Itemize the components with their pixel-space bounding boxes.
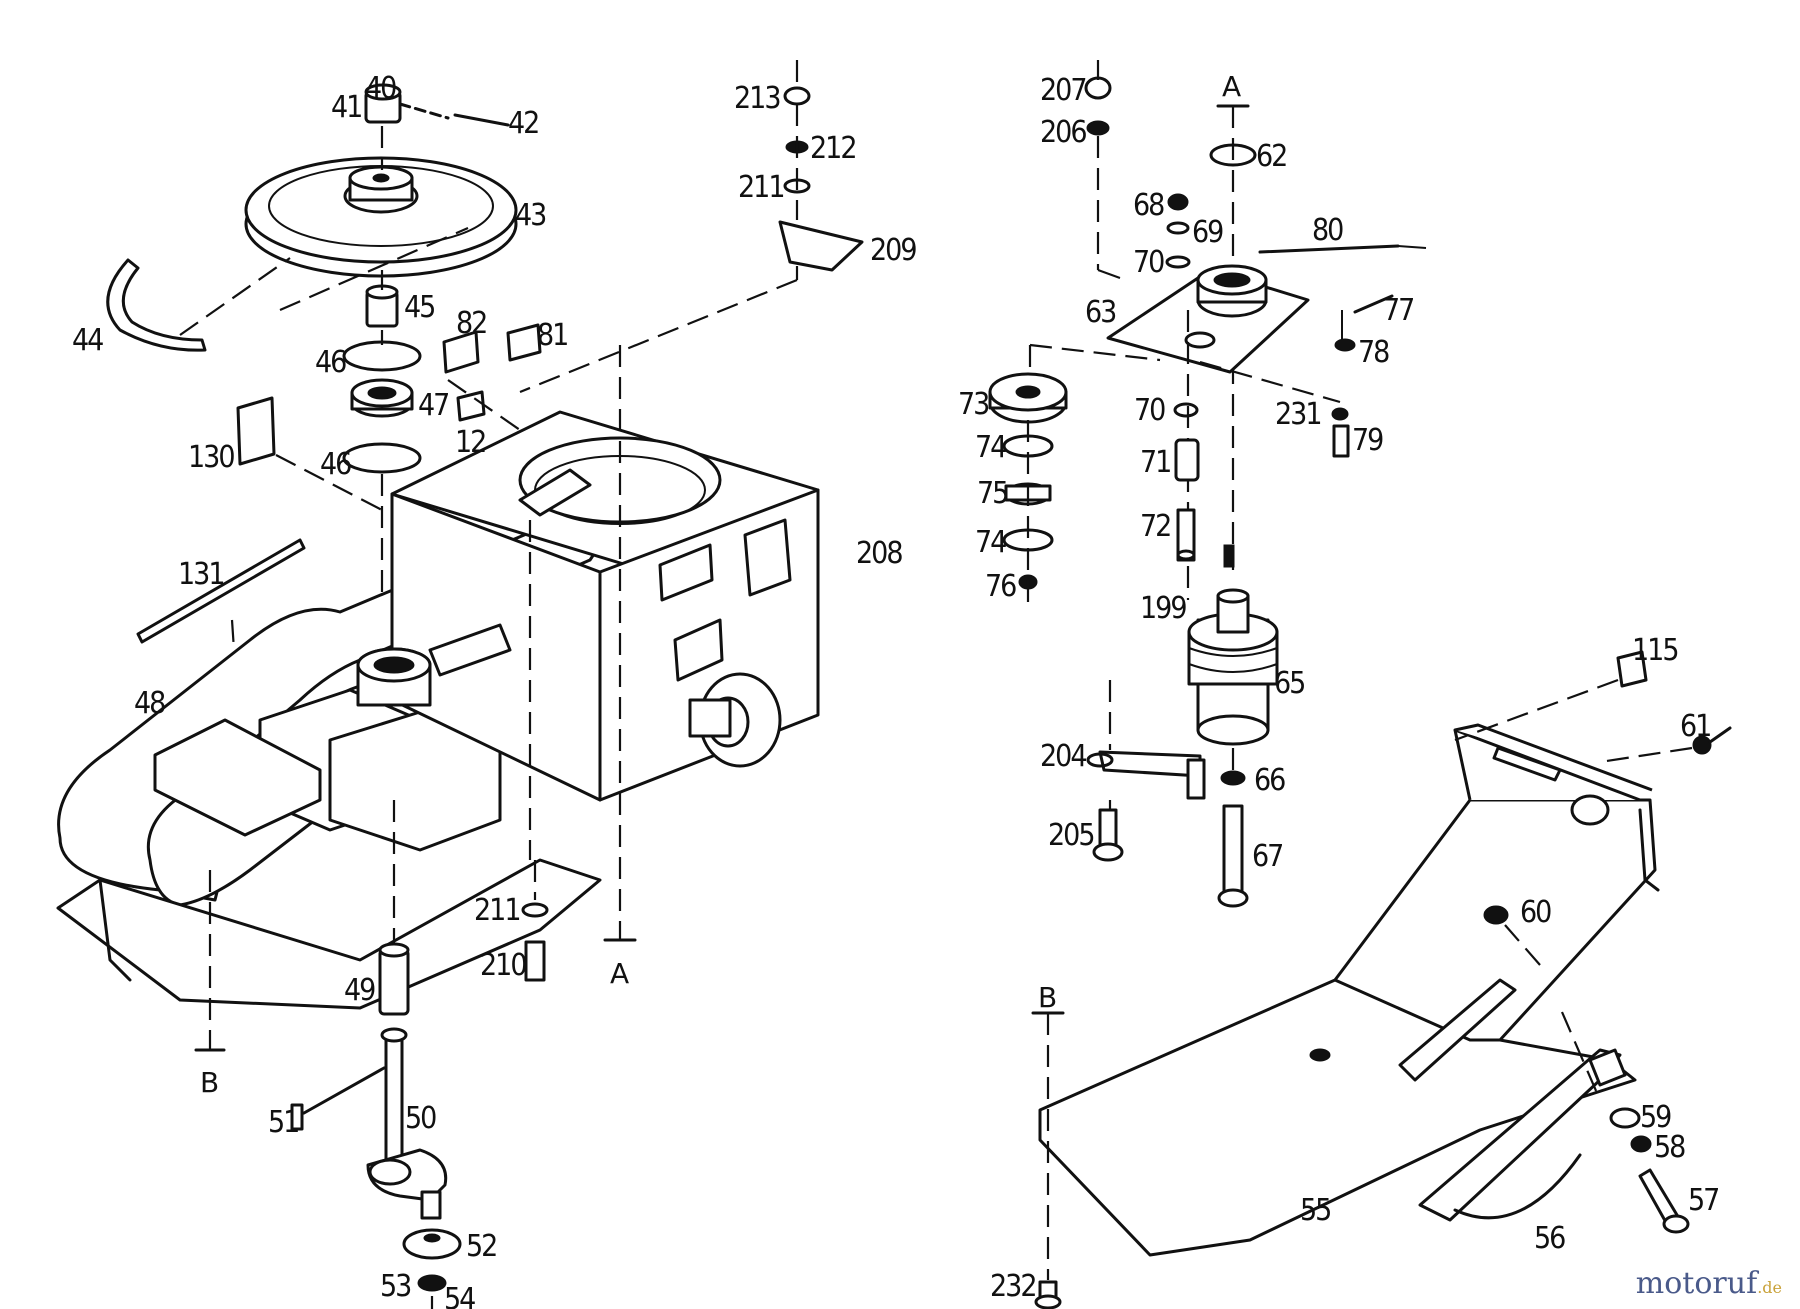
label-56: 56 — [1534, 1221, 1565, 1256]
section-a-bottom: A — [610, 957, 629, 990]
label-12: 12 — [455, 425, 485, 460]
label-80: 80 — [1312, 213, 1343, 248]
label-44: 44 — [72, 323, 103, 358]
label-213: 213 — [734, 81, 780, 116]
label-199: 199 — [1140, 591, 1186, 626]
section-a-top: A — [1222, 70, 1241, 103]
gear-housing-part — [356, 410, 820, 802]
part-labels: 41 40 42 43 44 45 46 47 82 81 12 130 46 … — [72, 71, 1720, 1309]
section-b-left: B — [200, 1066, 219, 1099]
tensioner-plate-part — [1106, 264, 1310, 374]
label-209: 209 — [870, 233, 916, 268]
label-66: 66 — [1254, 763, 1285, 798]
watermark-logo: motoruf.de — [1636, 1266, 1782, 1301]
housing-frame-assembly — [56, 60, 864, 1309]
pulley-43-part — [244, 156, 518, 278]
label-210: 210 — [480, 948, 526, 983]
label-48: 48 — [134, 686, 165, 721]
label-50: 50 — [405, 1101, 436, 1136]
label-43: 43 — [515, 198, 546, 233]
label-59: 59 — [1640, 1100, 1671, 1135]
label-60: 60 — [1520, 895, 1551, 930]
cover-plate-assembly — [1031, 650, 1732, 1309]
label-68: 68 — [1133, 188, 1164, 223]
pulley-assembly — [106, 83, 542, 666]
label-74-bottom: 74 — [975, 525, 1006, 560]
label-207: 207 — [1040, 73, 1086, 108]
label-81: 81 — [537, 318, 567, 353]
label-67: 67 — [1252, 839, 1282, 874]
label-63: 63 — [1085, 295, 1116, 330]
label-49: 49 — [344, 973, 375, 1008]
label-46-bottom: 46 — [320, 447, 351, 482]
label-76: 76 — [985, 569, 1016, 604]
label-55: 55 — [1300, 1193, 1330, 1228]
label-130: 130 — [188, 440, 234, 475]
label-211-bottom: 211 — [474, 893, 520, 928]
watermark-suffix: .de — [1757, 1278, 1782, 1297]
nut-41-part — [364, 83, 402, 124]
label-232: 232 — [990, 1269, 1036, 1304]
label-65: 65 — [1274, 666, 1304, 701]
label-206: 206 — [1040, 115, 1086, 150]
label-69: 69 — [1192, 215, 1223, 250]
label-46-top: 46 — [315, 345, 346, 380]
label-75: 75 — [977, 476, 1007, 511]
label-231: 231 — [1275, 397, 1321, 432]
section-b-right: B — [1038, 981, 1057, 1014]
label-52: 52 — [466, 1229, 496, 1264]
label-61: 61 — [1680, 709, 1710, 744]
label-78: 78 — [1358, 335, 1389, 370]
label-54: 54 — [444, 1282, 475, 1309]
label-41: 41 — [331, 90, 361, 125]
watermark-brand: motoruf — [1635, 1266, 1758, 1301]
label-47: 47 — [418, 388, 448, 423]
label-115: 115 — [1632, 633, 1678, 668]
label-79: 79 — [1352, 423, 1383, 458]
label-208: 208 — [856, 536, 902, 571]
section-markers: A A B B — [200, 70, 1241, 1099]
label-71: 71 — [1140, 445, 1170, 480]
label-77: 77 — [1383, 293, 1413, 328]
label-45: 45 — [404, 290, 434, 325]
label-74-top: 74 — [975, 430, 1006, 465]
label-53: 53 — [380, 1269, 411, 1304]
label-204: 204 — [1040, 739, 1086, 774]
label-72: 72 — [1140, 509, 1170, 544]
label-57: 57 — [1688, 1183, 1718, 1218]
label-70-top: 70 — [1133, 245, 1164, 280]
label-62: 62 — [1256, 139, 1286, 174]
label-82: 82 — [456, 306, 486, 341]
label-42: 42 — [508, 106, 538, 141]
label-205: 205 — [1048, 818, 1094, 853]
label-73: 73 — [958, 387, 989, 422]
label-58: 58 — [1654, 1130, 1685, 1165]
label-40: 40 — [365, 71, 396, 106]
label-70-bottom: 70 — [1134, 393, 1165, 428]
tensioner-assembly — [988, 60, 1427, 908]
label-51: 51 — [268, 1105, 298, 1140]
label-131: 131 — [178, 557, 224, 592]
label-212: 212 — [810, 131, 856, 166]
label-211-top: 211 — [738, 170, 784, 205]
idler-pulley-part — [1187, 588, 1279, 746]
